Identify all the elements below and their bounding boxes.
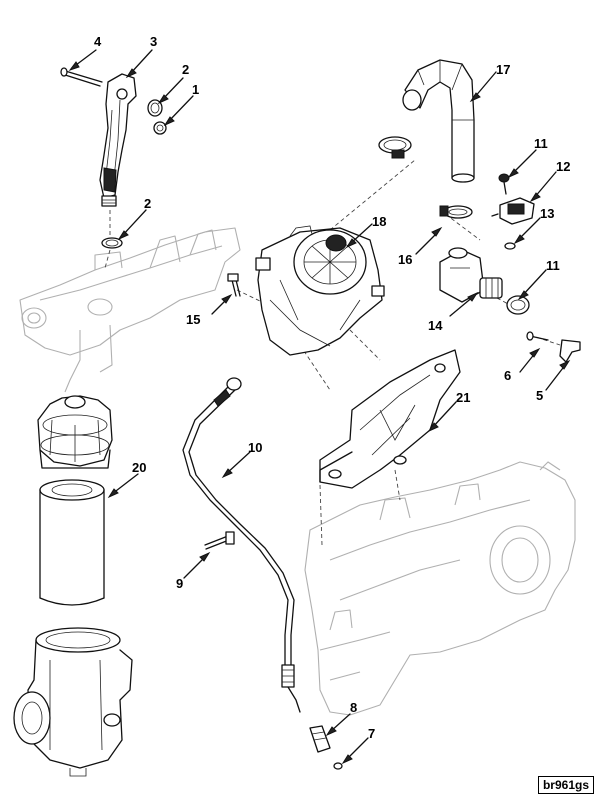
callout-10: 10 bbox=[248, 440, 262, 455]
part-21-mounting-bracket bbox=[319, 349, 461, 489]
callout-21: 21 bbox=[456, 390, 470, 405]
part-8-fitting bbox=[309, 725, 331, 753]
callout-6: 6 bbox=[504, 368, 511, 383]
callout-labels: 4 3 2 1 2 17 11 12 13 18 16 15 11 14 6 5… bbox=[94, 34, 570, 741]
part-5-clip bbox=[559, 339, 581, 363]
part-10-fuel-line bbox=[182, 377, 301, 713]
filter-base-housing bbox=[13, 627, 133, 777]
callout-12: 11 bbox=[534, 136, 548, 151]
part-6-bolt bbox=[526, 331, 549, 341]
figure-reference-code: br961gs bbox=[537, 776, 594, 794]
part-7-washer bbox=[333, 762, 343, 770]
engine-block-ghost-lower bbox=[304, 461, 576, 716]
part-1-o-ring bbox=[153, 121, 167, 135]
callout-arrows bbox=[68, 49, 571, 765]
callout-5: 5 bbox=[536, 388, 543, 403]
callout-3: 3 bbox=[150, 34, 157, 49]
assembly-leader-lines bbox=[104, 159, 561, 546]
callout-2-upper: 2 bbox=[182, 62, 189, 77]
callout-11: 11 bbox=[546, 258, 560, 273]
callout-17: 16 bbox=[398, 252, 412, 267]
part-13-sensor bbox=[491, 197, 535, 225]
part-2-o-ring-lower bbox=[101, 237, 123, 249]
part-4-bolt bbox=[60, 67, 103, 87]
callout-18: 17 bbox=[496, 62, 510, 77]
callout-4: 4 bbox=[94, 34, 102, 49]
callout-9: 9 bbox=[176, 576, 183, 591]
callout-15: 14 bbox=[428, 318, 443, 333]
callout-7: 7 bbox=[368, 726, 375, 741]
part-3-outlet-tube bbox=[99, 73, 137, 207]
part-17-hose-clamp bbox=[439, 205, 473, 219]
callout-20: 20 bbox=[132, 460, 146, 475]
callout-2-lower: 2 bbox=[144, 196, 151, 211]
part-20-filter-cap bbox=[37, 395, 113, 469]
part-19-pump-housing bbox=[255, 225, 385, 356]
part-18-coolant-hose bbox=[402, 59, 475, 183]
callout-16: 15 bbox=[186, 312, 200, 327]
callout-1: 1 bbox=[192, 82, 199, 97]
part-2-o-ring-upper bbox=[147, 99, 163, 117]
part-15-housing bbox=[439, 247, 503, 303]
part-16-bolt bbox=[227, 273, 241, 297]
part-20-filter-element bbox=[39, 479, 105, 606]
engine-block-ghost-upper bbox=[19, 227, 241, 393]
part-12-screw bbox=[498, 173, 510, 195]
callout-13: 12 bbox=[556, 159, 570, 174]
part-9-bolt bbox=[204, 531, 235, 550]
part-11-o-ring bbox=[506, 295, 530, 315]
callout-19: 18 bbox=[372, 214, 386, 229]
callout-14: 13 bbox=[540, 206, 554, 221]
hose-clamp-upper bbox=[378, 136, 412, 159]
callout-8: 8 bbox=[350, 700, 357, 715]
part-14-seal bbox=[504, 242, 516, 250]
